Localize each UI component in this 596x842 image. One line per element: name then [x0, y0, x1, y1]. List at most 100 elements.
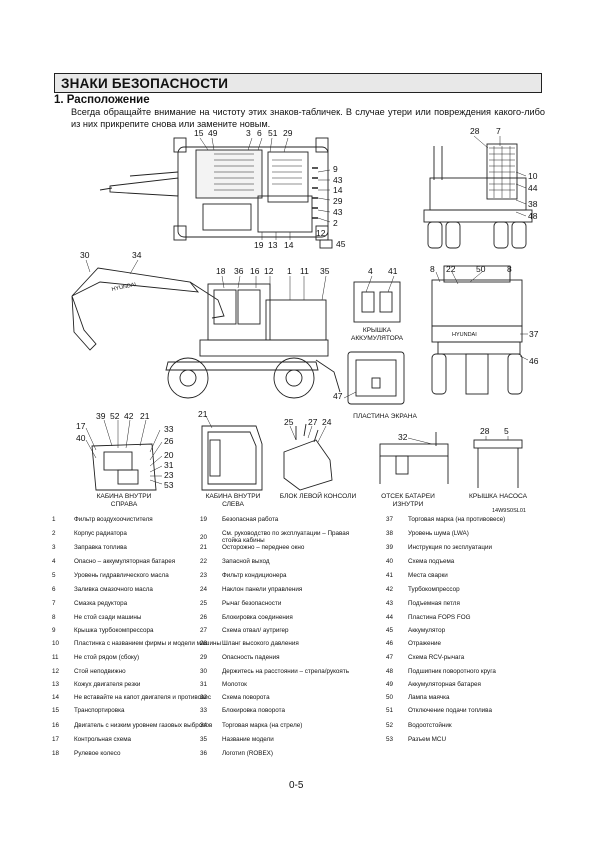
- pump-cover-drawing: [473, 439, 523, 488]
- callout: 21: [140, 411, 150, 421]
- legend-number: 18: [52, 750, 60, 758]
- legend-number: 8: [52, 614, 56, 622]
- legend-number: 29: [200, 654, 208, 662]
- caption-screen-plate: ПЛАСТИНА ЭКРАНА: [353, 413, 417, 420]
- callout: 15: [194, 128, 204, 138]
- legend-text: Смазка редуктора: [74, 600, 128, 607]
- callouts-rear-view: 28 7 10 44 38 48: [470, 126, 538, 221]
- callout: 29: [283, 128, 293, 138]
- legend-text: Лампа маячка: [408, 694, 450, 701]
- callout: 42: [124, 411, 134, 421]
- legend-number: 24: [200, 586, 208, 594]
- callout: 4: [368, 266, 373, 276]
- legend-number: 42: [386, 586, 394, 594]
- callout: 1: [287, 266, 292, 276]
- legend-number: 22: [200, 558, 208, 566]
- callout: 9: [333, 164, 338, 174]
- counterweight-brand-marking: HYUNDAI: [452, 332, 477, 338]
- callout: 14: [284, 240, 294, 250]
- legend-number: 48: [386, 668, 394, 676]
- callout: 29: [333, 196, 343, 206]
- legend-text: Двигатель с низким уровнем газовых выбро…: [74, 722, 213, 729]
- legend-number: 43: [386, 600, 394, 608]
- caption-line: СПРАВА: [111, 501, 138, 508]
- legend-text: Подшипник поворотного круга: [408, 668, 496, 675]
- legend-text: Осторожно – переднее окно: [222, 544, 305, 551]
- callout: 45: [336, 239, 346, 249]
- legend-number: 50: [386, 694, 394, 702]
- caption-line: КАБИНА ВНУТРИ: [206, 493, 261, 500]
- callout: 43: [333, 175, 343, 185]
- legend-number: 19: [200, 516, 208, 524]
- legend-text: Блокировка соединения: [222, 614, 293, 621]
- legend-number: 17: [52, 736, 60, 744]
- legend-number: 4: [52, 558, 56, 566]
- legend-number: 26: [200, 614, 208, 622]
- legend-number: 1: [52, 516, 56, 524]
- callout: 53: [164, 480, 174, 490]
- legend-number: 10: [52, 640, 60, 648]
- callouts-cabin-left: 21: [198, 409, 208, 419]
- legend-number: 9: [52, 627, 56, 635]
- callout: 23: [164, 470, 174, 480]
- legend-text: Турбокомпрессор: [408, 586, 460, 593]
- legend-number: 14: [52, 694, 60, 702]
- callout: 18: [216, 266, 226, 276]
- callout: 2: [333, 218, 338, 228]
- legend-text: Запасной выход: [222, 558, 270, 565]
- caption-line: КАБИНА ВНУТРИ: [97, 493, 152, 500]
- callout: 19: [254, 240, 264, 250]
- callout: 16: [250, 266, 260, 276]
- legend-text: Пластина FOPS FOG: [408, 614, 471, 621]
- legend-number: 20: [200, 533, 208, 541]
- legend-number: 12: [52, 668, 60, 676]
- drawing-code: 14W9S0SL01: [492, 508, 526, 514]
- boom-brand-marking: HYUNDAI: [111, 282, 137, 293]
- callout: 50: [476, 264, 486, 274]
- callout: 46: [529, 356, 539, 366]
- callouts-left-console: 25 27 24: [284, 417, 332, 427]
- front-view-drawing: [431, 265, 523, 395]
- legend-item: 48 Подшипник поворотного круга: [386, 668, 556, 675]
- legend-number: 36: [200, 750, 208, 758]
- legend-text: Отражение: [408, 640, 441, 647]
- screen-plate-drawing: [347, 351, 405, 405]
- legend-text: Схема подъема: [408, 558, 455, 565]
- rear-view-drawing: [423, 143, 533, 249]
- section-header-bar: ЗНАКИ БЕЗОПАСНОСТИ: [54, 73, 542, 93]
- top-view-drawing: [99, 137, 333, 249]
- legend-text: Инструкция по эксплуатации: [408, 544, 492, 551]
- callout: 12: [264, 266, 274, 276]
- legend-number: 47: [386, 654, 394, 662]
- callout: 26: [164, 436, 174, 446]
- callout: 20: [164, 450, 174, 460]
- legend-text: Не стой рядом (сбоку): [74, 654, 140, 661]
- caption-pump-cover: КРЫШКА НАСОСА: [469, 493, 528, 500]
- callout: 33: [164, 424, 174, 434]
- legend-number: 7: [52, 600, 56, 608]
- callout: 38: [528, 199, 538, 209]
- intro-paragraph: Всегда обращайте внимание на чистоту эти…: [71, 107, 545, 129]
- callout: 3: [246, 128, 251, 138]
